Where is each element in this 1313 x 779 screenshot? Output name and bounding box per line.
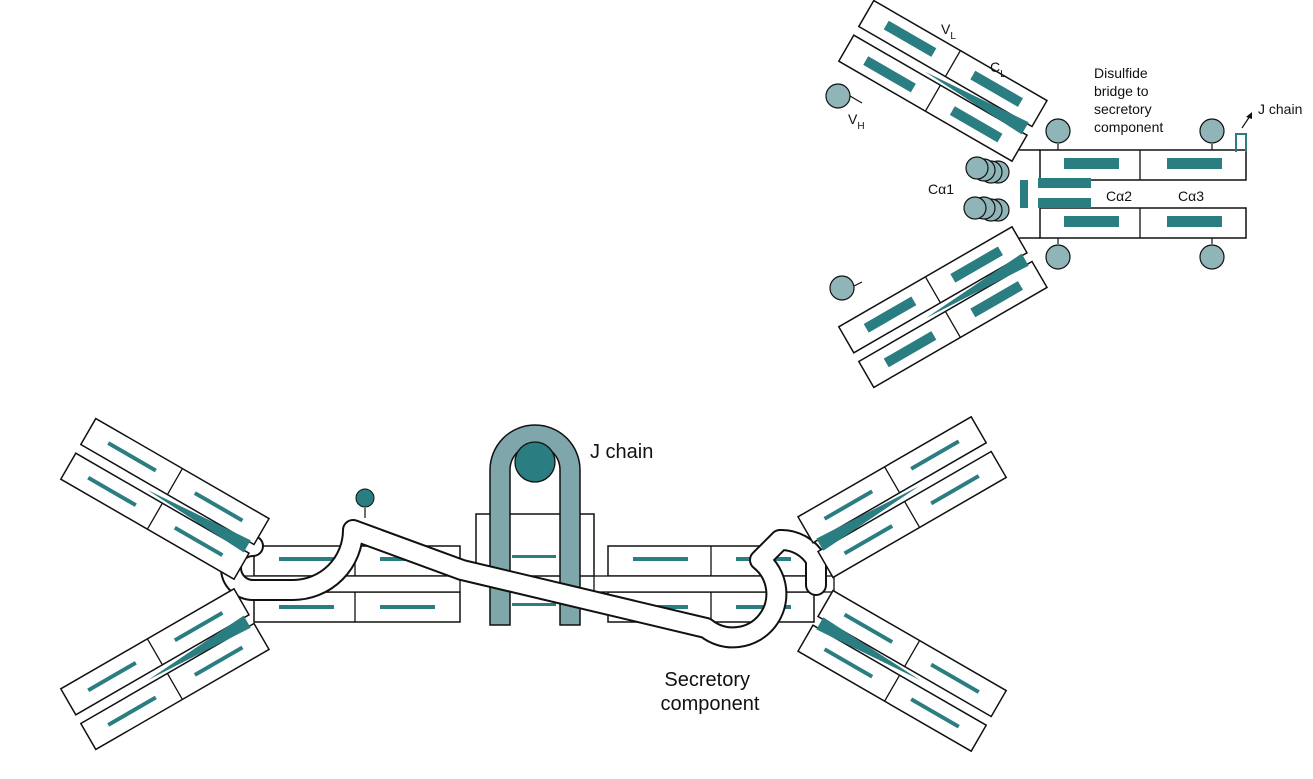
j-chain-label: J chain: [590, 441, 653, 463]
disulfide-label: Disulfide bridge to secretory component: [1094, 65, 1163, 135]
interchain-disulfide: [926, 253, 1029, 318]
secretory-component-fill: [222, 521, 825, 647]
domain-divider: [924, 276, 941, 304]
j-chain-bead-icon: [514, 441, 556, 483]
glycan-icon: [829, 275, 855, 301]
ca3-label: Cα3: [1178, 188, 1204, 204]
arrow-icon: [1241, 115, 1251, 129]
fab-left-lower: [59, 587, 271, 751]
cl-label: CL: [990, 59, 1006, 80]
vh-domain-bar: [883, 331, 937, 368]
domain-divider: [944, 50, 961, 77]
fab-left-upper: [59, 417, 271, 581]
iga-monomer: VL CL VH Cα1 Cα2 Cα3 Disulfide bridge to…: [825, 0, 1302, 389]
glycan-icon: [1045, 244, 1071, 270]
vh-domain-bar: [883, 20, 937, 57]
lower-fab-arm: [837, 225, 1049, 389]
glycan-icon: [355, 488, 375, 508]
fab-right-lower: [796, 589, 1008, 753]
ca2-domain-bar: [1064, 216, 1119, 227]
arrowhead-icon: [1246, 112, 1252, 119]
glycan-icon: [1045, 118, 1071, 144]
glycan-icon: [825, 83, 851, 109]
ca3-domain-bar: [1167, 216, 1222, 227]
cl-domain-bar: [950, 246, 1003, 283]
glycan-icon: [963, 196, 987, 220]
vl-domain-bar: [863, 296, 917, 333]
glycan-icon: [1199, 244, 1225, 270]
ch-domain-bar: [970, 70, 1023, 107]
hinge-domain-bar: [1038, 178, 1091, 188]
hinge-domain-bar: [1038, 198, 1091, 208]
vl-label: VL: [941, 21, 956, 42]
glycan-icon: [1199, 118, 1225, 144]
j-chain-label-small: J chain: [1258, 101, 1302, 117]
right-fc-joint: [593, 575, 835, 593]
ca2-domain-bar: [1064, 158, 1119, 169]
disulfide-bridge-bar: [1020, 180, 1028, 208]
ch-domain-bar: [970, 281, 1023, 318]
j-chain-stub-icon: [1235, 133, 1247, 152]
secretory-iga-dimer: J chain Secretory component: [59, 415, 1008, 753]
upper-fab-arm: [837, 0, 1049, 163]
domain-divider: [944, 311, 961, 338]
secretory-component-label: Secretory component: [661, 669, 760, 715]
vl-domain-bar: [863, 56, 916, 93]
ca2-label: Cα2: [1106, 188, 1132, 204]
ca1-label: Cα1: [928, 181, 954, 197]
glycans: [825, 83, 1225, 301]
vh-label: VH: [848, 111, 865, 132]
domain-divider: [924, 84, 941, 112]
cl-domain-bar: [949, 106, 1003, 143]
interchain-disulfide: [925, 71, 1029, 135]
fab-right-upper: [796, 415, 1008, 579]
glycan-icon: [965, 156, 989, 180]
ca3-domain-bar: [1167, 158, 1222, 169]
